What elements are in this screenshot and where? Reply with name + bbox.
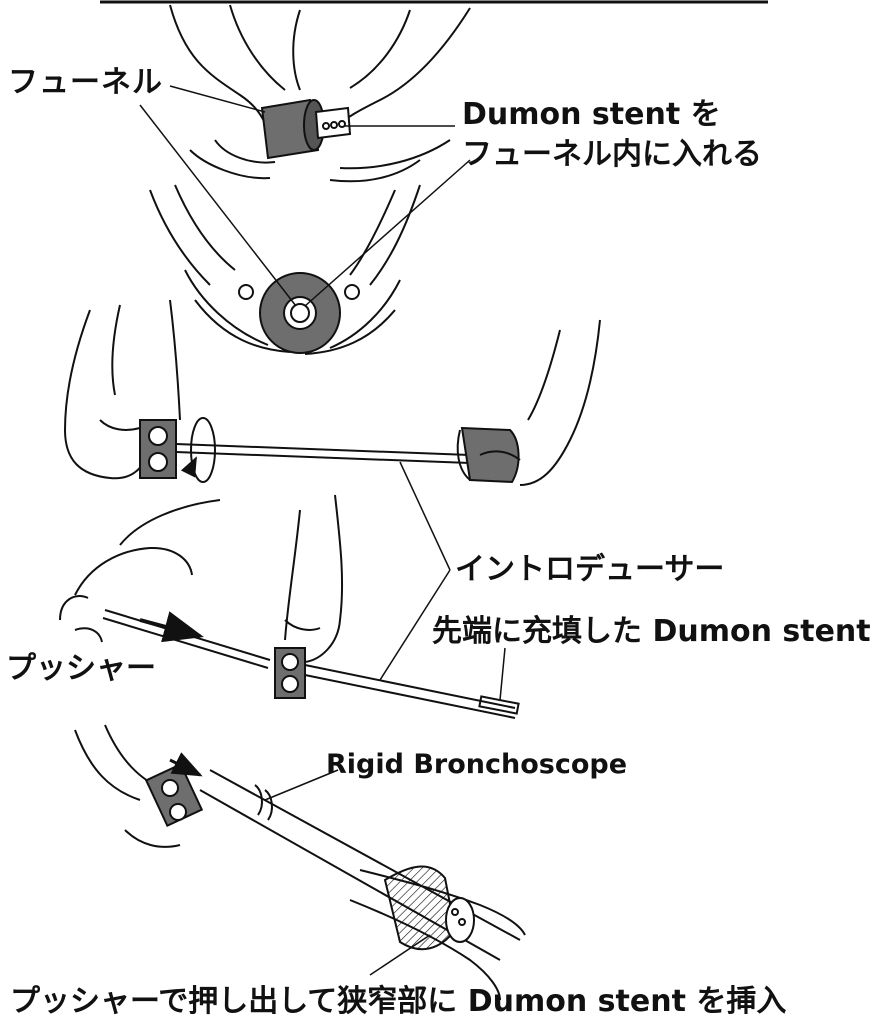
rigid-bronchoscope-label: Rigid Bronchoscope <box>326 749 627 780</box>
panel-1-loading <box>170 5 470 181</box>
pusher-label: プッシャー <box>6 652 156 687</box>
funnel-label: フューネル <box>8 66 163 101</box>
load-stent-label-line-1: Dumon stent を <box>462 98 721 133</box>
final-step-caption: プッシャーで押し出して狭窄部に Dumon stent を挿入 <box>10 985 786 1020</box>
introducer-label: イントロデューサー <box>455 553 724 588</box>
load-stent-label-line-2: フューネル内に入れる <box>462 138 762 173</box>
prefilled-stent-label: 先端に充填した Dumon stent <box>432 615 871 650</box>
